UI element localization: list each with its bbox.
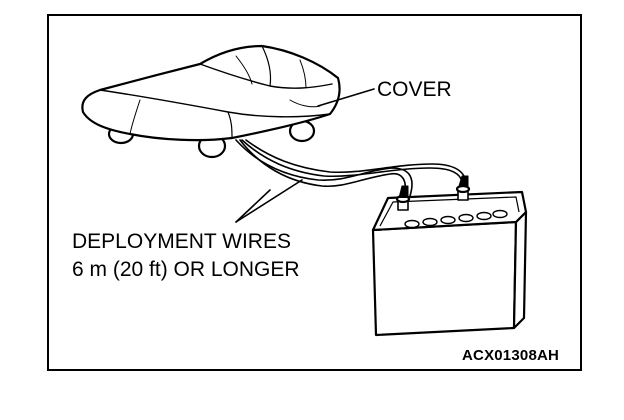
battery-icon (371, 175, 528, 337)
deployment-wire-icon (235, 139, 467, 197)
wire-length-label: 6 m (20 ft) OR LONGER (72, 258, 300, 281)
battery-front (371, 220, 518, 337)
deployment-wires-label: DEPLOYMENT WIRES (72, 230, 291, 253)
leader-lines (235, 88, 375, 223)
cover-label: COVER (377, 78, 452, 101)
wires-leader-upper (235, 179, 303, 223)
cover-leader (317, 88, 375, 107)
figure-frame (47, 14, 582, 371)
covered-car-icon (81, 44, 341, 159)
battery-side (512, 210, 528, 330)
figure-code: ACX01308AH (462, 347, 560, 364)
wires-leader-lower (235, 189, 271, 223)
